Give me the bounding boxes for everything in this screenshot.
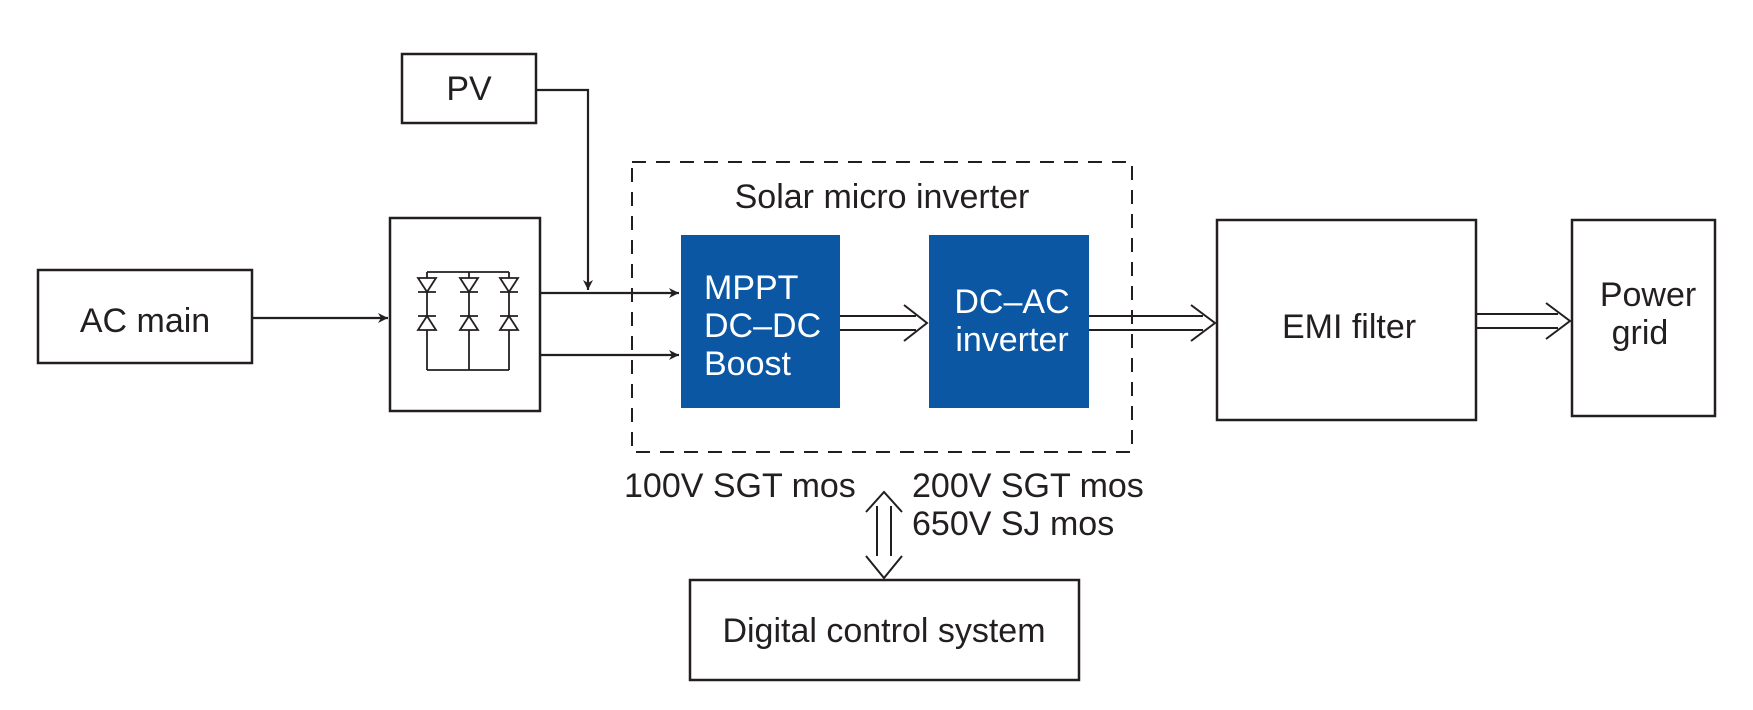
mppt-to-dcac-double-arrow — [840, 304, 929, 342]
mppt-label-line-3: Boost — [704, 345, 791, 383]
mppt-dcdc-boost-block: MPPT DC–DC Boost — [681, 235, 840, 408]
digital-control-system-label: Digital control system — [722, 612, 1045, 650]
pv-label: PV — [446, 70, 492, 108]
ac-main-box: AC main — [36, 268, 254, 365]
emi-to-grid-double-arrow — [1476, 302, 1572, 340]
solar-micro-inverter-label: Solar micro inverter — [735, 178, 1030, 216]
pv-to-bus-arrow — [536, 88, 593, 290]
power-grid-label-line-1: Power — [1600, 276, 1696, 314]
mppt-device-annotation: 100V SGT mos — [624, 467, 856, 505]
diode-bridge-rectifier-icon — [416, 271, 520, 371]
power-grid-box: Power grid — [1570, 218, 1717, 418]
inverter-digital-control-bidirectional-arrow — [865, 490, 903, 580]
dcac-device-annotation-line-2: 650V SJ mos — [912, 505, 1114, 543]
emi-filter-box: EMI filter — [1215, 218, 1478, 422]
mppt-label-line-1: MPPT — [704, 269, 798, 307]
dcac-label-line-2: inverter — [955, 321, 1068, 359]
emi-filter-label: EMI filter — [1282, 308, 1416, 346]
mppt-label-line-2: DC–DC — [704, 307, 821, 345]
ac-main-label: AC main — [80, 302, 210, 340]
dcac-to-emi-double-arrow — [1089, 304, 1217, 342]
rectifier-box — [388, 216, 542, 413]
power-grid-label-line-2: grid — [1612, 314, 1669, 352]
digital-control-system-box: Digital control system — [688, 578, 1081, 682]
dcac-device-annotation-line-1: 200V SGT mos — [912, 467, 1144, 505]
solar-micro-inverter-group: Solar micro inverter — [631, 161, 1133, 453]
pv-box: PV — [400, 52, 538, 125]
dcac-inverter-block: DC–AC inverter — [929, 235, 1089, 408]
dcac-label-line-1: DC–AC — [954, 283, 1069, 321]
